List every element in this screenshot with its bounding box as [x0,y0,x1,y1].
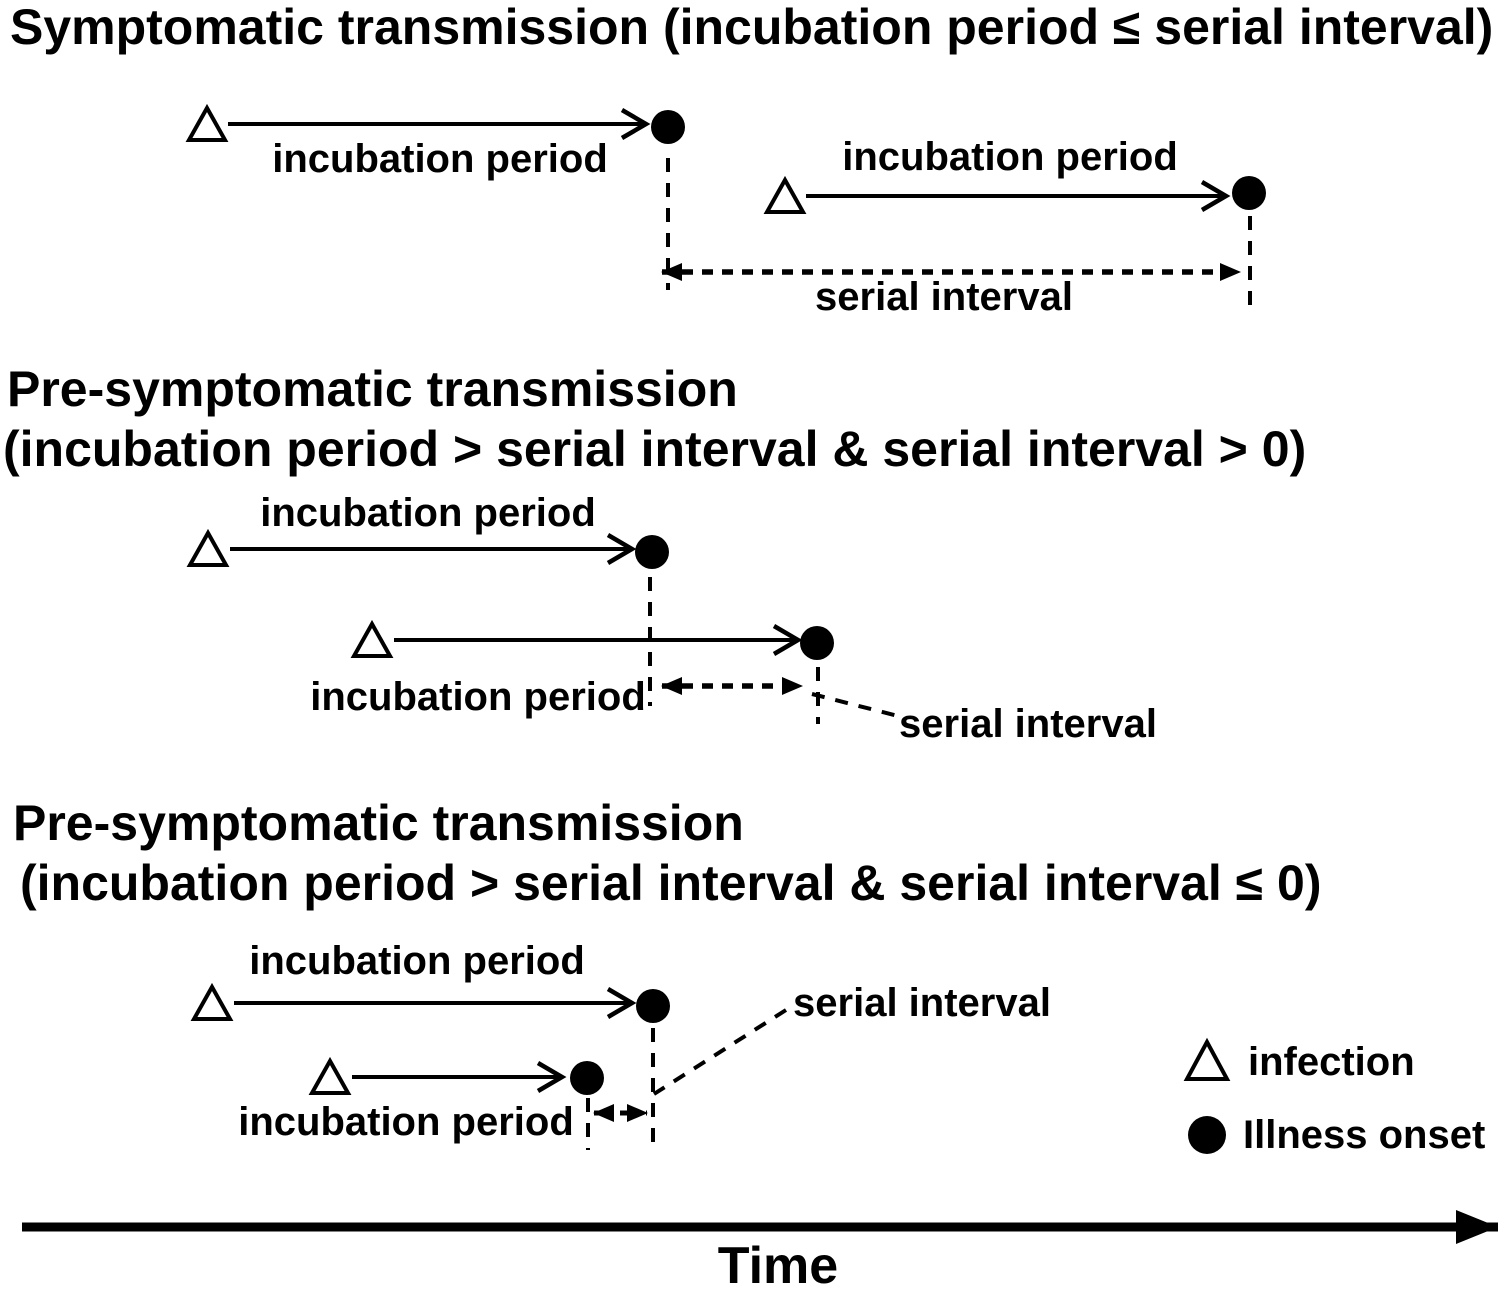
serial-interval-label: serial interval [899,702,1157,746]
incubation-period-label: incubation period [260,491,596,535]
infection-triangle-icon [350,619,394,658]
serial-interval-label: serial interval [793,981,1051,1025]
serial-interval-pointer-line [811,692,899,718]
incubation-period-label: incubation period [238,1100,574,1144]
serial-interval-label: serial interval [815,275,1073,319]
infection-triangle-icon [190,982,234,1021]
panel-presymptomatic-nonpositive: Pre-symptomatic transmission (incubation… [13,795,1321,1150]
illness-onset-circle-icon [1232,176,1266,210]
infection-triangle-icon [1183,1037,1231,1081]
illness-onset-circle-icon [635,535,669,569]
infection-triangle-icon [185,103,229,142]
panel-title-line1: Pre-symptomatic transmission [7,361,738,417]
illness-onset-circle-icon [800,626,834,660]
legend-infection-label: infection [1248,1040,1415,1084]
panel-title-line2: (incubation period > serial interval & s… [20,855,1321,911]
panel-symptomatic: Symptomatic transmission (incubation per… [10,0,1493,319]
panel-title: Symptomatic transmission (incubation per… [10,0,1493,55]
legend: infection Illness onset [1183,1037,1485,1157]
illness-onset-circle-icon [1188,1116,1226,1154]
illness-onset-circle-icon [651,110,685,144]
incubation-period-label: incubation period [249,939,585,983]
incubation-period-label: incubation period [310,675,646,719]
infection-triangle-icon [186,528,230,567]
incubation-period-label: incubation period [842,135,1178,179]
panel-title-line2: (incubation period > serial interval & s… [3,421,1306,477]
panel-title-line1: Pre-symptomatic transmission [13,795,744,851]
panel-presymptomatic-positive: Pre-symptomatic transmission (incubation… [3,361,1306,746]
serial-interval-pointer-line [652,1008,788,1096]
illness-onset-circle-icon [636,989,670,1023]
legend-illness-onset-label: Illness onset [1243,1113,1485,1157]
illness-onset-circle-icon [570,1061,604,1095]
infection-triangle-icon [308,1056,352,1095]
time-axis: Time [22,1210,1498,1289]
time-axis-label: Time [718,1237,838,1289]
infection-triangle-icon [763,175,807,214]
incubation-period-label: incubation period [272,137,608,181]
